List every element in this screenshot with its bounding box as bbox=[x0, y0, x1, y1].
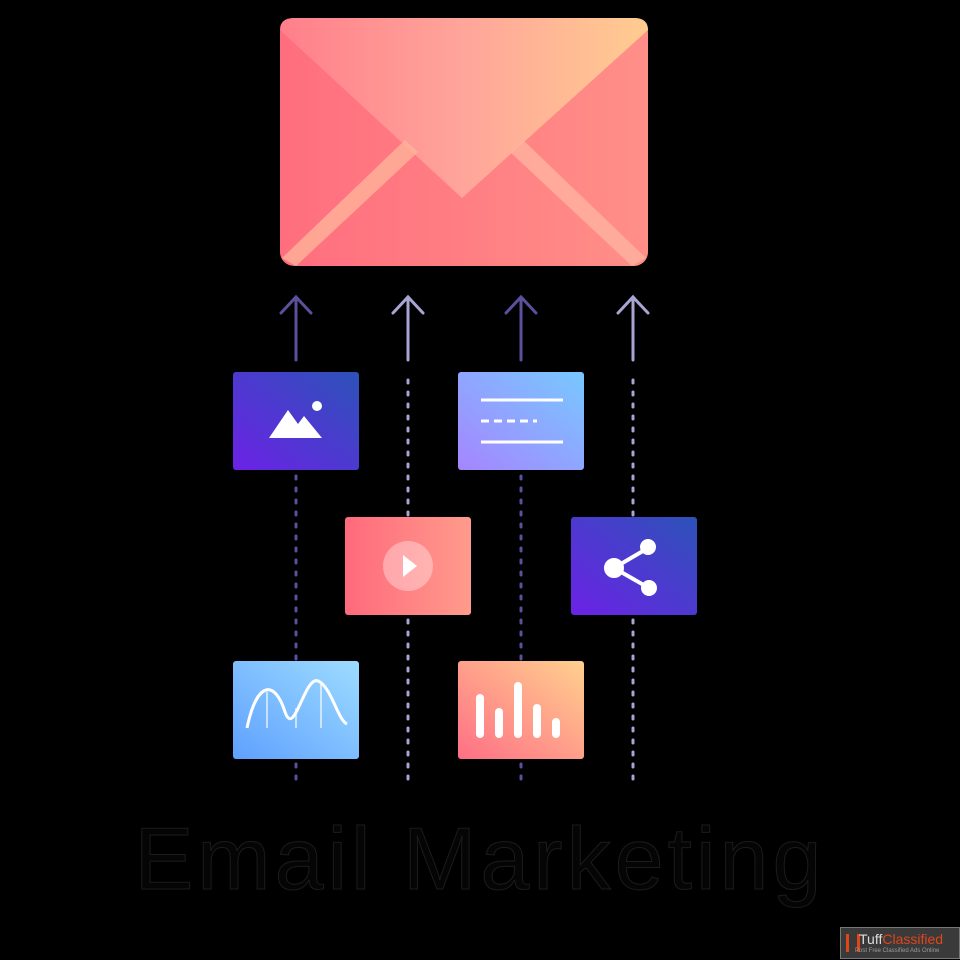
page-title: Email Marketing bbox=[134, 809, 826, 909]
arrow-up-icon bbox=[504, 294, 538, 362]
watermark-tagline: Post Free Classified Ads Online bbox=[855, 948, 940, 954]
image-card bbox=[233, 372, 359, 470]
share-card bbox=[571, 517, 697, 615]
video-card bbox=[345, 517, 471, 615]
arrow-up-icon bbox=[279, 294, 313, 362]
arrow-up-icon bbox=[391, 294, 425, 362]
watermark-brand-b: Classified bbox=[882, 931, 944, 947]
text-card bbox=[458, 372, 584, 470]
watermark: TuffClassified Post Free Classified Ads … bbox=[840, 927, 960, 959]
bar-chart-card bbox=[458, 661, 584, 759]
wave-chart-card bbox=[233, 661, 359, 759]
envelope-icon bbox=[280, 18, 648, 266]
logo-bars-icon bbox=[846, 934, 860, 952]
watermark-brand-a: Tuff bbox=[859, 931, 883, 947]
arrow-up-icon bbox=[616, 294, 650, 362]
